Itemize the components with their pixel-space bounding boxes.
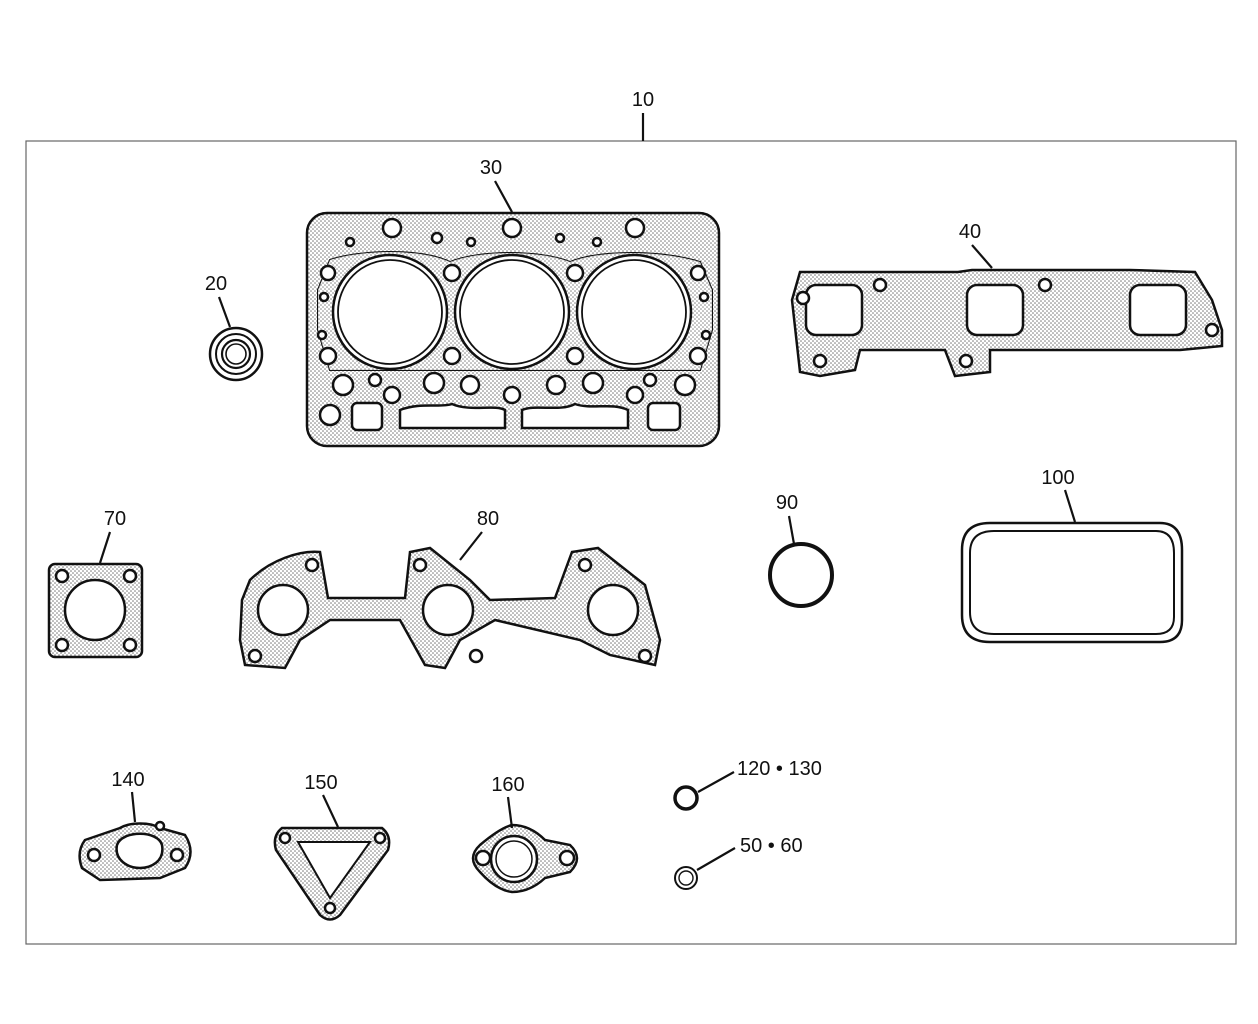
- callout-30: 30: [480, 157, 502, 179]
- leader-150: [322, 794, 339, 828]
- leader-140: [130, 791, 137, 823]
- leader-20: [217, 296, 232, 328]
- callout-20: 20: [205, 273, 227, 295]
- callout-10: 10: [632, 89, 654, 111]
- leader-160: [506, 796, 514, 829]
- gasket-140: [78, 820, 192, 882]
- callout-100: 100: [1041, 467, 1074, 489]
- head-gasket-30: [305, 211, 721, 448]
- intake-gasket-80: [238, 546, 662, 670]
- oil-seal-20: [208, 326, 264, 382]
- leader-50-60: [696, 847, 736, 871]
- leader-100: [1063, 489, 1077, 523]
- leader-80: [459, 531, 483, 561]
- callout-140: 140: [111, 769, 144, 791]
- oring-90: [768, 542, 834, 608]
- callout-40: 40: [959, 221, 981, 243]
- gasket-150: [273, 826, 391, 921]
- callout-160: 160: [491, 774, 524, 796]
- callout-80: 80: [477, 508, 499, 530]
- exhaust-gasket-40: [790, 268, 1224, 378]
- leader-40: [971, 244, 993, 269]
- callout-120-130: 120 • 130: [737, 758, 822, 780]
- ring-120-130: [673, 785, 699, 811]
- cover-gasket-100: [960, 521, 1184, 644]
- callout-70: 70: [104, 508, 126, 530]
- leader-70: [98, 531, 112, 564]
- callout-90: 90: [776, 492, 798, 514]
- leader-30: [494, 180, 513, 213]
- leader-90: [787, 515, 796, 545]
- callout-150: 150: [304, 772, 337, 794]
- callout-50-60: 50 • 60: [740, 835, 803, 857]
- ring-50-60: [674, 866, 698, 890]
- flange-gasket-70: [47, 562, 144, 659]
- leader-120-130: [697, 771, 735, 793]
- kit-frame: [25, 140, 1237, 945]
- gasket-160: [471, 823, 579, 894]
